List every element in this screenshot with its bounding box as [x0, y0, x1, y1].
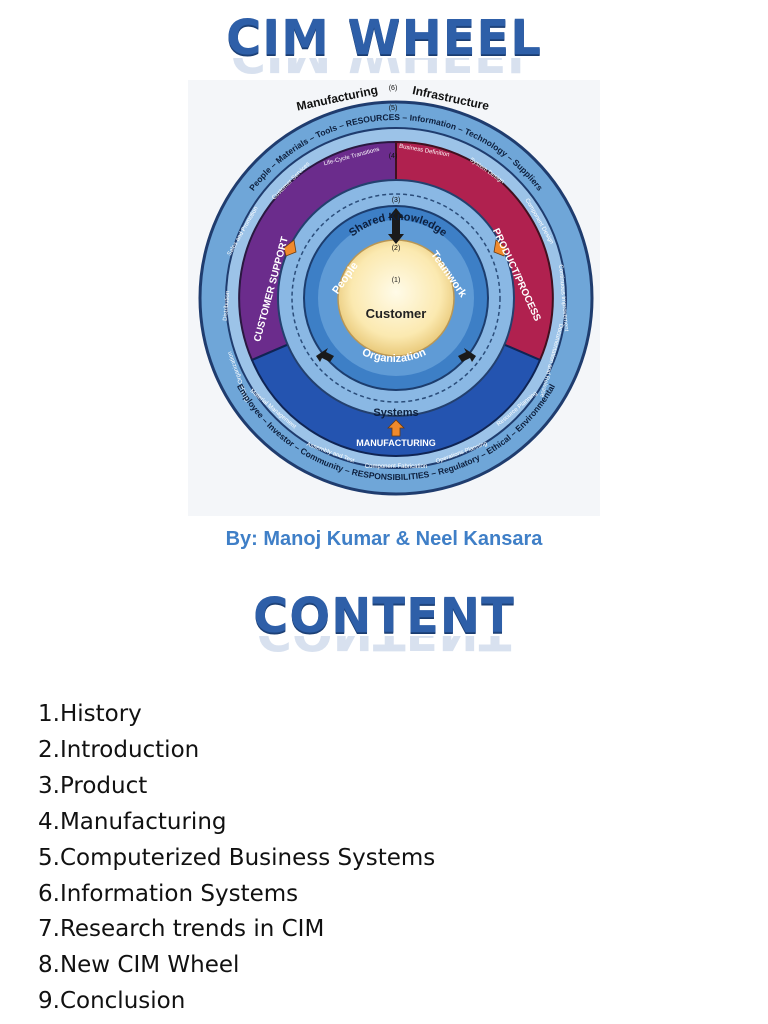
wheel-pp-item: Continuous Improvement [557, 264, 569, 332]
cim-wheel-diagram: (1) (2) (3) (4) (5) (6) Customer People … [188, 80, 600, 516]
content-item: 7.Research trends in CIM [38, 916, 325, 943]
ring5-number: (5) [389, 105, 398, 112]
content-item: 6.Information Systems [38, 880, 299, 907]
ring3-number: (3) [392, 197, 401, 204]
wheel-systems-label: Systems [373, 407, 418, 419]
content-item: 1.History [38, 701, 142, 727]
ring2-number: (2) [392, 245, 401, 252]
slide-title: CIM WHEEL [226, 10, 542, 66]
content-title-reflection: CONTENT [0, 636, 768, 656]
wheel-center-label: Customer [366, 306, 427, 321]
content-item: 3.Product [38, 772, 148, 799]
content-title-block: CONTENT CONTENT [0, 592, 768, 656]
content-item: 4.Manufacturing [38, 808, 227, 835]
wheel-manufacturing-sector-label: MANUFACTURING [356, 438, 436, 448]
wheel-organization-label: Organization [360, 346, 428, 365]
content-item: 2.Introduction [38, 736, 200, 763]
wheel-mf-item: Component Fabrication [365, 464, 427, 470]
slide-title-block: CIM WHEEL CIM WHEEL [0, 14, 768, 78]
ring1-number: (1) [392, 277, 401, 284]
ring6-number: (6) [389, 85, 398, 92]
author-byline: By: Manoj Kumar & Neel Kansara [225, 528, 543, 550]
content-title: CONTENT [253, 588, 515, 644]
content-item: 8.New CIM Wheel [38, 952, 240, 979]
wheel-cs-item: Distribution [223, 291, 232, 321]
content-item: 5.Computerized Business Systems [38, 844, 436, 871]
content-item: 9.Conclusion [38, 988, 186, 1015]
content-list: 1.History 2.Introduction 3.Product 4.Man… [38, 697, 435, 1020]
slide-title-reflection: CIM WHEEL [0, 58, 768, 78]
ring4-number: (4) [389, 153, 398, 160]
